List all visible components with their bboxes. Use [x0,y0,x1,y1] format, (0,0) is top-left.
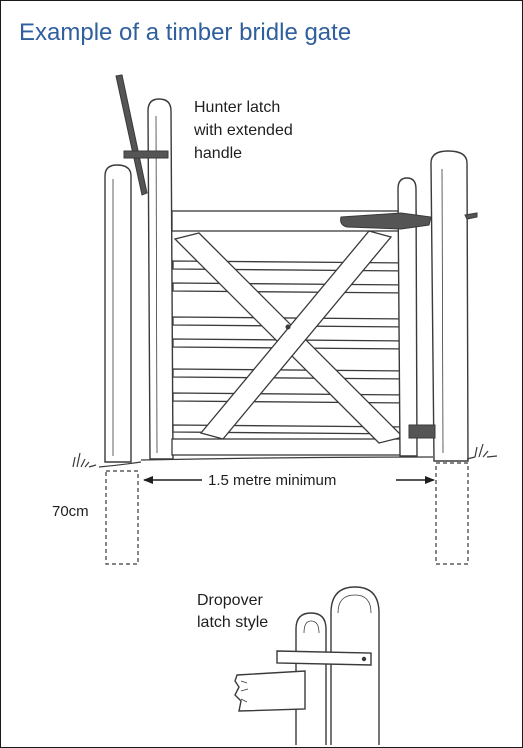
ground-grass [72,443,498,468]
gate-hardware [340,212,478,439]
latch-label-line1: Hunter latch [194,99,280,116]
left-inner-post [147,98,174,460]
dropover-label-line2: latch style [197,614,268,631]
centre-bolt [285,324,291,330]
gate-braces [173,230,405,444]
left-outer-post [104,164,132,463]
latch-label-line3: handle [194,145,242,162]
depth-label: 70cm [52,503,89,520]
page-title: Example of a timber bridle gate [19,19,352,46]
dropover-label-line1: Dropover [197,592,263,609]
ground-line [98,456,476,468]
width-label: 1.5 metre minimum [208,472,336,489]
dropover-latch-detail [234,586,380,745]
underground-posts [105,462,469,565]
gate-stile [397,177,418,457]
latch-label-line2: with extended [193,122,293,139]
right-post [430,150,469,462]
latch-bracket [123,150,169,159]
